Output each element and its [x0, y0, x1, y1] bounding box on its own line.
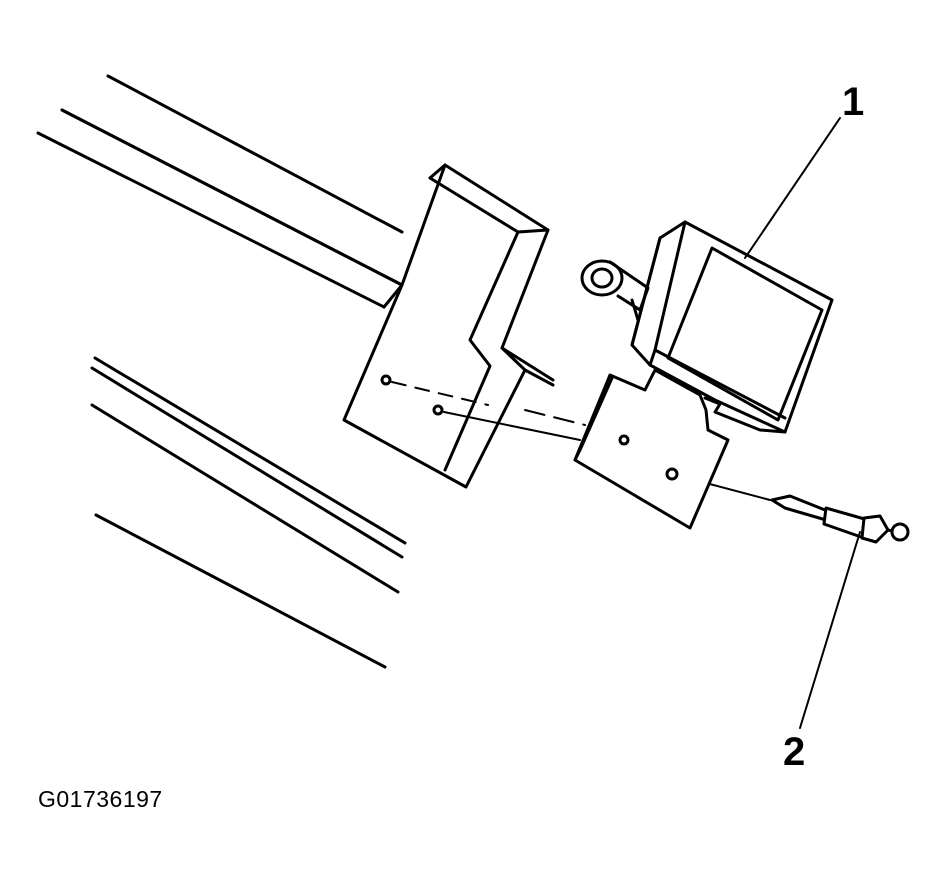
- lower-panel-line-4: [94, 513, 387, 669]
- figure-id-label: G01736197: [38, 786, 163, 812]
- alignment-line-upper-2: [524, 409, 586, 426]
- callout-1-label: 1: [842, 80, 865, 124]
- leader-lines: [744, 117, 861, 729]
- lower-panel-line-3: [90, 403, 400, 594]
- plate-hole-upper: [618, 434, 630, 446]
- plate-hole-lower: [665, 467, 679, 481]
- mounting-bracket: [342, 163, 555, 489]
- module-face: [666, 246, 824, 422]
- lower-panel-line-2: [90, 366, 404, 559]
- bracket-hole-lower: [432, 404, 444, 416]
- bracket-corner: [516, 228, 550, 234]
- plate-outline: [573, 368, 730, 530]
- pin-collar: [860, 514, 890, 544]
- upper-panel-edge: [60, 108, 404, 309]
- module-foot: [703, 396, 787, 434]
- pin-neck: [886, 528, 894, 533]
- plate-thickness: [573, 376, 614, 462]
- module-plate: [573, 368, 730, 530]
- module-connector-bore: [590, 267, 614, 289]
- pin-head: [890, 522, 910, 542]
- upper-panel-lines: [36, 74, 404, 309]
- lower-panel-line-1: [93, 356, 407, 545]
- bracket-top-fold: [428, 163, 447, 180]
- bracket-slot-line: [500, 346, 555, 382]
- upper-panel-line-1: [106, 74, 404, 234]
- module-connector: [580, 259, 624, 297]
- push-pin-fastener: [770, 494, 910, 544]
- bracket-inner-edge: [428, 176, 520, 472]
- bracket-slot-line-2: [523, 368, 555, 387]
- module-connector-stem: [630, 298, 640, 322]
- bracket-outline: [342, 163, 550, 489]
- leader-line-2: [799, 531, 861, 729]
- control-module: [580, 220, 834, 434]
- module-body: [630, 220, 834, 434]
- callout-2-label: 2: [783, 730, 806, 774]
- lower-panel-lines: [90, 356, 407, 669]
- upper-panel-line-3: [36, 131, 386, 309]
- alignment-line-lower: [443, 411, 581, 441]
- bracket-hole-upper: [380, 374, 392, 386]
- module-connector-body: [608, 260, 650, 312]
- pin-tip: [770, 494, 832, 522]
- alignment-line-upper: [391, 381, 489, 406]
- leader-line-1: [744, 117, 841, 259]
